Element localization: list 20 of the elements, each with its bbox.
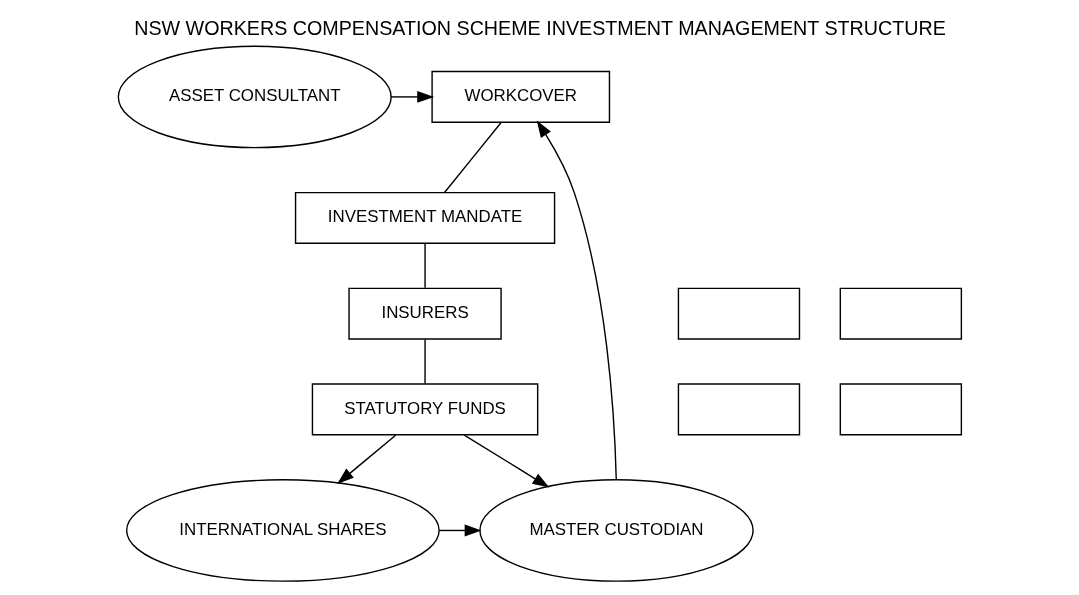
connector xyxy=(443,122,502,194)
connector xyxy=(423,338,426,385)
node-box xyxy=(677,383,800,436)
diagram-title: NSW WORKERS COMPENSATION SCHEME INVESTMENT MANAGEMENT STRUCTURE xyxy=(133,17,946,40)
arrow xyxy=(438,524,482,537)
node-ellipse: MASTER CUSTODIAN xyxy=(478,479,754,582)
node-box: INVESTMENT MANDATE xyxy=(294,191,555,244)
node-box: STATUTORY FUNDS xyxy=(311,383,538,436)
connector xyxy=(423,243,426,289)
arrow xyxy=(336,434,396,484)
node-box xyxy=(839,383,962,436)
node-box xyxy=(677,287,800,340)
node-box xyxy=(839,287,962,340)
node-box: WORKCOVER xyxy=(430,70,610,123)
node-ellipse: INTERNATIONAL SHARES xyxy=(125,479,440,582)
arrow xyxy=(536,120,617,480)
node-box: INSURERS xyxy=(347,287,502,340)
arrow xyxy=(389,91,434,103)
node-ellipse: ASSET CONSULTANT xyxy=(117,45,392,149)
arrow xyxy=(463,434,549,488)
